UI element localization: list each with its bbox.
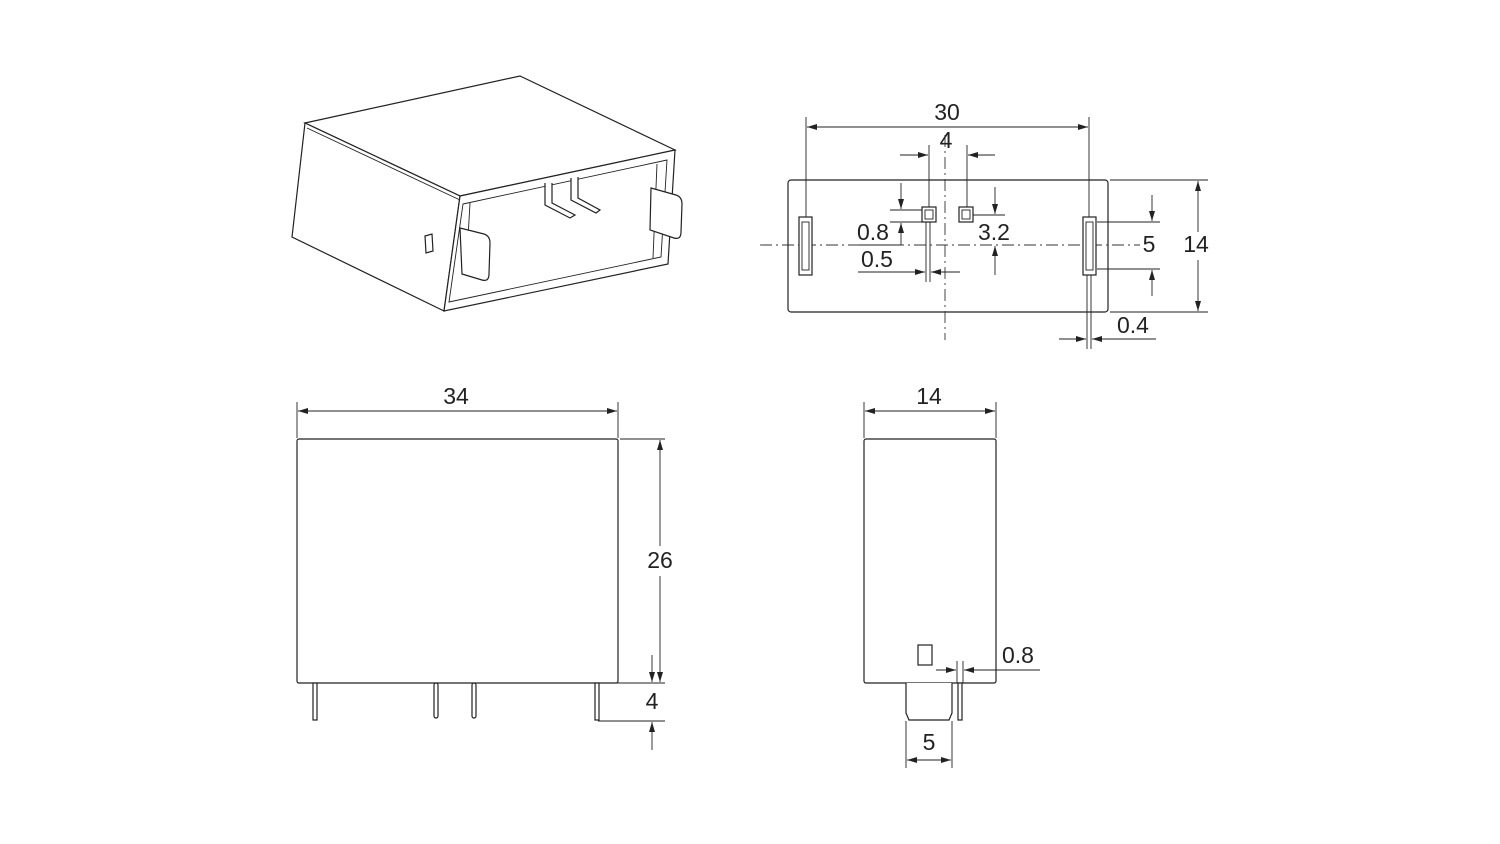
relay-base-frame [448,159,668,303]
left-blade-terminal [459,227,491,281]
coil-pin-square-1 [921,206,937,223]
bottom-view: 30 4 0.8 0.5 3.2 5 14 [760,99,1214,349]
right-blade-terminal [649,187,683,239]
left-slot [798,216,813,276]
side-window [917,644,933,666]
isometric-view [291,75,683,312]
coil-pin-1 [544,183,577,219]
pin [433,682,439,719]
front-view: 34 26 4 [296,383,678,750]
dim-center-pin-spacing: 4 [940,127,953,153]
blade-pin [957,682,963,721]
dim-pin-vertical-offset: 3.2 [978,219,1010,245]
dim-pin-thickness: 0.8 [1002,642,1034,668]
dim-pin-length: 4 [646,688,659,714]
right-slot [1082,216,1097,276]
pin-block [905,683,953,721]
dim-body-width: 14 [916,383,942,409]
side-view: 14 0.8 5 [863,383,1040,768]
dim-body-depth: 14 [1183,231,1209,257]
pin [312,682,318,721]
dim-blade-thickness: 0.4 [1117,312,1149,338]
dim-pin-offset: 0.5 [861,246,893,272]
pin [594,682,600,721]
side-window [424,233,434,254]
relay-front-face [443,149,676,312]
dim-pin-width: 0.8 [857,219,889,245]
body-outline [787,179,1109,313]
body-outline [296,438,619,684]
coil-pin-square-2 [958,206,974,223]
dim-pin-block-width: 5 [923,729,936,755]
dim-pin-span: 30 [934,99,960,125]
coil-pin-2 [570,177,602,214]
dim-body-length: 34 [443,383,469,409]
dim-body-height: 26 [647,547,673,573]
dim-slot-length: 5 [1143,231,1156,257]
pin [471,682,477,719]
